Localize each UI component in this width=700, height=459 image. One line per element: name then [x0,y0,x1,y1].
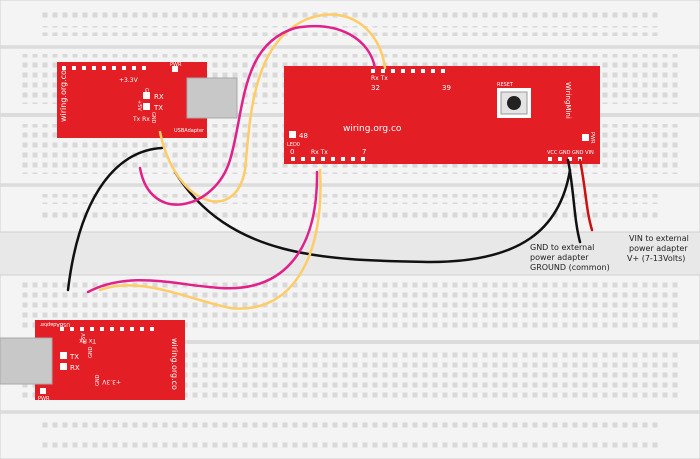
usb-adapter-bottom: USBAdapter Tx Rx +5V GND TX RX GND +3.3V… [0,320,185,402]
usb-top-5v-label: +5V [136,100,142,111]
wire-black-gnd-external [566,158,582,244]
usb-adapter-top: wiring.org.co PWR +3.3V GND RX TX +5V GN… [57,62,238,138]
wire-magenta-bottom-usb [86,170,319,294]
wire-magenta-top-usb [138,25,377,206]
pin-48-label: 48 [299,132,308,140]
top-rx-tx-label: Rx Tx [371,75,388,82]
usb-bottom-name-label: USBAdapter [39,321,70,327]
pin-39-label: 39 [442,84,451,92]
bottom-rx-tx-label: Rx Tx [311,149,328,156]
usb-bottom-site-label: wiring.org.co [170,338,179,390]
usb-bottom-txrx-label: Tx Rx [79,337,97,344]
usb-bottom-gnd2-label: GND [88,346,94,358]
usb-bottom-rx-label: RX [70,364,80,372]
usb-connector-top [186,77,238,119]
usb-connector-bottom [0,337,53,385]
annotations: GND to external power adapter GROUND (co… [530,234,689,272]
wires [66,13,594,310]
reset-label: RESET [497,82,514,88]
power-pins-label: VCC GND GND VIN [547,150,594,156]
wire-yellow-bottom-usb [98,168,322,310]
usb-bottom-5v-label: +5V [81,333,87,344]
breadboard-rail-middle [0,185,700,233]
usb-bottom-pwr-label: PWR [38,396,50,402]
reset-button-cap[interactable] [507,96,521,110]
wiring-name-label: WiringMini [564,82,572,119]
usb-top-name-label: USBAdapter [174,128,205,134]
wire-red-vin-external [578,158,594,232]
usb-bottom-33v-label: +3.3V [101,378,121,385]
usb-top-txrx-label: Tx Rx [132,116,150,123]
usb-top-pwr-label: PWR [170,62,182,68]
gnd-annotation-line2: power adapter [530,253,589,262]
usb-bottom-tx-label: TX [69,353,79,361]
gnd-annotation-line1: GND to external [530,243,594,252]
vin-annotation-line3: V+ (7-13Volts) [627,254,685,263]
usb-top-rx-label: RX [154,93,164,101]
gnd-annotation-line3: GROUND (common) [530,263,610,272]
wiring-mini-board: RESET wiring.org.co WiringMini PWR LED0 … [284,66,600,164]
vin-annotation-line2: power adapter [629,244,688,253]
wire-black-bottom-usb-gnd [66,146,164,292]
usb-bottom-gnd-label: GND [95,374,101,386]
usb-top-tx-label: TX [153,104,163,112]
led0-label: LED0 [287,142,300,148]
wiring-site-label: wiring.org.co [343,124,402,134]
breadboard-rail-bottom [0,412,700,459]
wiring-pwr-label: PWR [589,132,595,144]
pin-32-label: 32 [371,84,380,92]
usb-top-gnd-label: GND [143,88,149,100]
vin-annotation-line1: VIN to external [629,234,689,243]
wire-black-top-usb-gnd [173,168,572,264]
pin-7-label: 7 [362,148,366,156]
breadboard-rail-top [0,0,700,47]
usb-top-site-label: wiring.org.co [59,70,68,122]
usb-top-33v-label: +3.3V [119,77,139,84]
usb-top-gnd2-label: GND [150,112,156,124]
pin-0-label: 0 [290,148,294,156]
